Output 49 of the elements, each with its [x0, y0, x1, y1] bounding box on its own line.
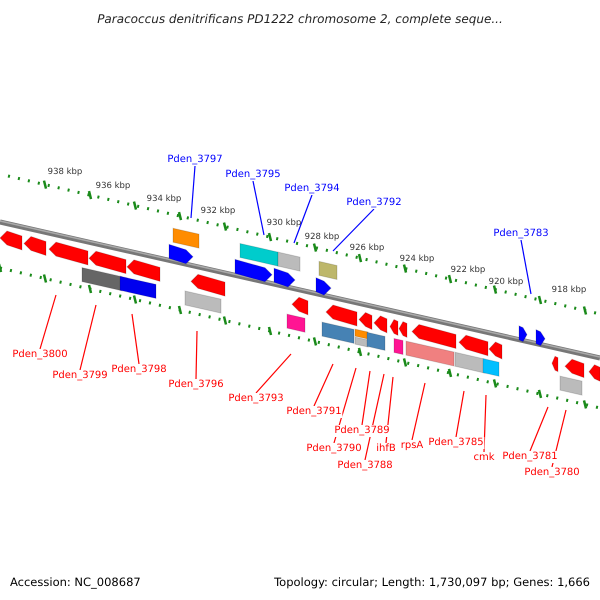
gene-label: Pden_3799 — [51, 370, 109, 382]
leader-line — [313, 364, 334, 406]
leader-line — [131, 314, 140, 364]
leader-line — [252, 180, 265, 236]
gene-label: Pden_3780 — [523, 467, 581, 479]
gene-label: Pden_3800 — [11, 349, 69, 361]
gene-label: Pden_3781 — [501, 451, 559, 463]
leader-line — [483, 394, 487, 452]
gene-label: Pden_3790 — [305, 443, 363, 455]
scale-label: 934 kbp — [146, 193, 182, 205]
scale-label: 918 kbp — [552, 284, 586, 296]
gene-label: Pden_3789 — [333, 425, 391, 437]
gene-label: Pden_3788 — [336, 460, 394, 472]
scale-label: 922 kbp — [450, 264, 486, 276]
gene-label: Pden_3791 — [285, 406, 343, 418]
scale-label: 924 kbp — [400, 253, 434, 265]
scale-label: 938 kbp — [48, 166, 82, 178]
scale-label: 936 kbp — [96, 180, 130, 192]
gene-label: Pden_3785 — [427, 437, 485, 449]
leader-line — [520, 240, 532, 294]
gene-label: rpsA — [400, 440, 424, 452]
scale-label: 926 kbp — [350, 242, 384, 254]
title: Paracoccus denitrificans PD1222 chromosome 2, complete seque... — [97, 13, 503, 25]
leader-line — [195, 330, 198, 380]
scale-label: 932 kbp — [200, 205, 236, 217]
leader-line — [455, 390, 465, 438]
gene-label: Pden_3795 — [224, 169, 282, 181]
gene-label: Pden_3796 — [167, 379, 225, 391]
footer-text: Accession: NC_008687 — [10, 576, 141, 588]
gene-label: Pden_3798 — [110, 364, 168, 376]
gene-label: Pden_3797 — [166, 154, 224, 166]
gene-label: Pden_3783 — [492, 228, 550, 240]
leader-line — [79, 304, 97, 370]
leader-line — [361, 370, 371, 426]
leader-line — [190, 166, 196, 218]
leader-line — [411, 382, 426, 440]
scale-label: 920 kbp — [488, 276, 524, 288]
gene-label: Pden_3794 — [283, 183, 341, 195]
gene-label: Pden_3793 — [227, 393, 285, 405]
leader-line — [256, 354, 292, 394]
leader-line — [529, 406, 549, 452]
leader-line — [332, 208, 374, 252]
leader-line — [364, 374, 385, 460]
gene-label: Pden_3792 — [345, 197, 403, 209]
leader-line — [39, 294, 57, 350]
scale-label: 930 kbp — [266, 217, 302, 229]
footer-text: Topology: circular; Length: 1,730,097 bp; Genes: 1,666 — [274, 576, 590, 588]
scale-label: 928 kbp — [304, 231, 340, 243]
leader-line — [293, 194, 313, 244]
